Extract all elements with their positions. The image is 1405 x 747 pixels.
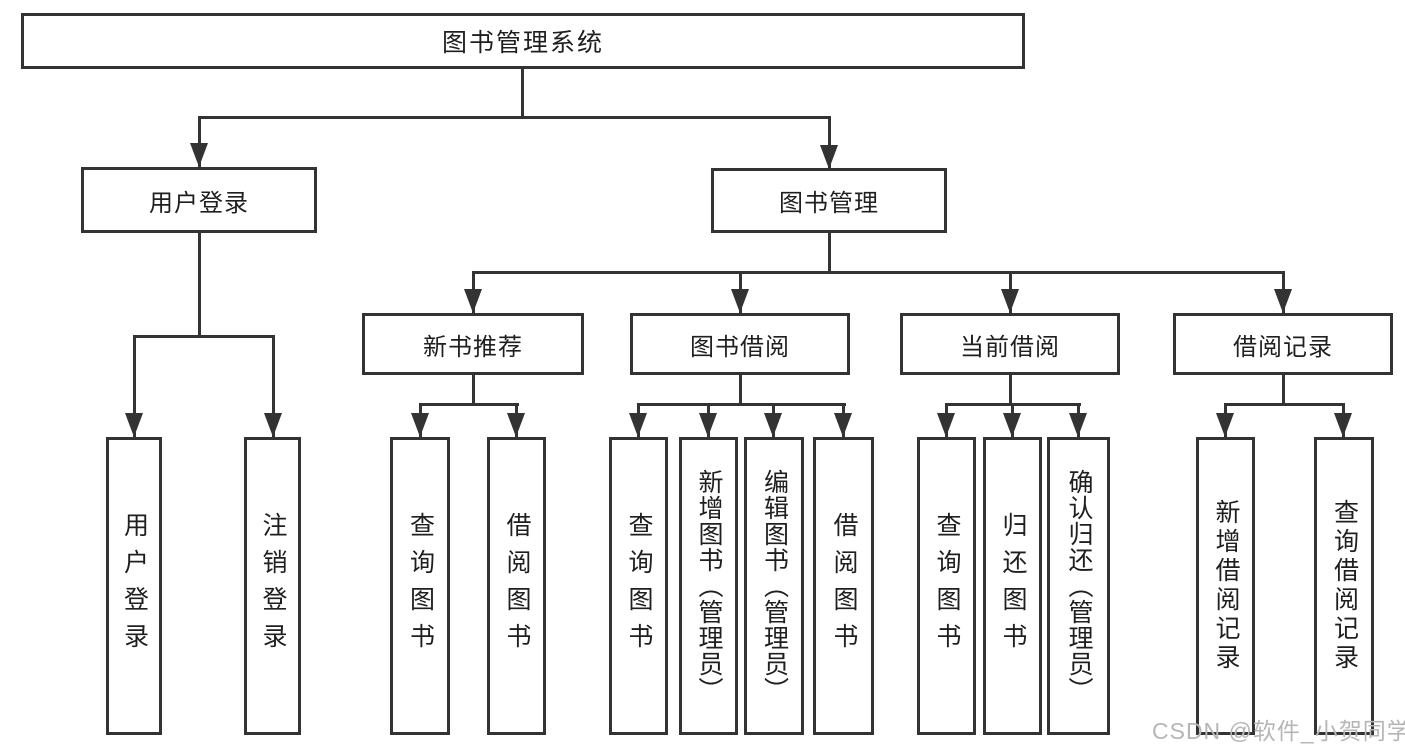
leaf-borrowing-edit-books-admin: 编辑图书（管理员）: [744, 437, 804, 735]
arrow-down-icon: [1003, 413, 1021, 437]
node-new-book-recommend: 新书推荐: [362, 313, 584, 375]
connector-line: [472, 374, 475, 405]
connector-line: [133, 335, 275, 338]
arrow-down-icon: [1069, 413, 1087, 437]
connector-line: [419, 403, 519, 406]
connector-line: [521, 68, 524, 118]
node-label: 确认归还（管理员）: [1065, 469, 1093, 703]
node-label: 新书推荐: [423, 333, 523, 361]
node-label: 图书管理系统: [441, 29, 604, 57]
node-label: 图书借阅: [690, 333, 790, 361]
node-label: 新增借阅记录: [1212, 499, 1240, 673]
arrow-down-icon: [1216, 413, 1234, 437]
arrow-down-icon: [264, 413, 282, 437]
arrow-down-icon: [411, 413, 429, 437]
leaf-borrowing-borrow-books: 借阅图书: [813, 437, 874, 735]
leaf-current-query-books: 查询图书: [917, 437, 976, 735]
node-label: 借阅图书: [830, 512, 858, 660]
leaf-recommend-query-books: 查询图书: [390, 437, 450, 735]
node-book-management: 图书管理: [711, 168, 947, 233]
connector-line: [198, 116, 201, 167]
node-label: 编辑图书（管理员）: [760, 469, 789, 703]
arrow-down-icon: [1001, 289, 1019, 313]
node-current-borrowing: 当前借阅: [900, 313, 1120, 375]
connector-line: [828, 116, 831, 169]
node-label: 用户登录: [149, 189, 249, 217]
csdn-watermark: CSDN @软件_小贺同学: [1152, 718, 1405, 744]
node-borrowing-records: 借阅记录: [1173, 313, 1393, 375]
node-label: 新增图书（管理员）: [695, 469, 723, 703]
arrow-down-icon: [629, 413, 647, 437]
node-label: 查询图书: [933, 512, 961, 660]
arrow-down-icon: [1274, 289, 1292, 313]
arrow-down-icon: [125, 413, 143, 437]
connector-line: [637, 403, 846, 406]
node-label: 查询图书: [625, 512, 653, 660]
arrow-down-icon: [834, 413, 852, 437]
node-label: 查询图书: [406, 512, 435, 660]
node-label: 注销登录: [259, 512, 287, 660]
leaf-records-query-record: 查询借阅记录: [1314, 437, 1374, 735]
node-user-login-branch: 用户登录: [81, 167, 317, 233]
node-label: 借阅图书: [503, 512, 531, 660]
connector-line: [198, 116, 831, 119]
leaf-logout: 注销登录: [244, 437, 301, 735]
arrow-down-icon: [937, 413, 955, 437]
connector-line: [1282, 374, 1285, 405]
leaf-records-add-record: 新增借阅记录: [1196, 437, 1255, 735]
connector-line: [472, 271, 1285, 274]
connector-line: [133, 335, 136, 437]
leaf-user-login: 用户登录: [106, 437, 162, 735]
node-label: 当前借阅: [960, 333, 1060, 361]
leaf-current-confirm-return-admin: 确认归还（管理员）: [1047, 437, 1110, 735]
connector-line: [828, 232, 831, 273]
node-label: 借阅记录: [1233, 333, 1333, 361]
arrow-down-icon: [820, 145, 838, 169]
connector-line: [1009, 374, 1012, 405]
arrow-down-icon: [699, 413, 717, 437]
node-label: 查询借阅记录: [1330, 499, 1359, 673]
node-label: 用户登录: [120, 512, 149, 660]
connector-line: [272, 335, 275, 437]
connector-line: [739, 374, 742, 405]
arrow-down-icon: [464, 289, 482, 313]
node-label: 图书管理: [779, 190, 879, 217]
arrow-down-icon: [764, 413, 782, 437]
arrow-down-icon: [507, 413, 525, 437]
connector-line: [198, 232, 201, 337]
arrow-down-icon: [190, 143, 208, 167]
arrow-down-icon: [731, 289, 749, 313]
node-label: 归还图书: [999, 512, 1027, 660]
leaf-recommend-borrow-books: 借阅图书: [487, 437, 546, 735]
leaf-borrowing-add-books-admin: 新增图书（管理员）: [679, 437, 738, 735]
leaf-borrowing-query-books: 查询图书: [609, 437, 668, 735]
node-book-borrowing: 图书借阅: [630, 313, 850, 375]
arrow-down-icon: [1334, 413, 1352, 437]
node-root: 图书管理系统: [21, 13, 1025, 69]
connector-line: [1224, 403, 1345, 406]
leaf-current-return-books: 归还图书: [983, 437, 1042, 735]
